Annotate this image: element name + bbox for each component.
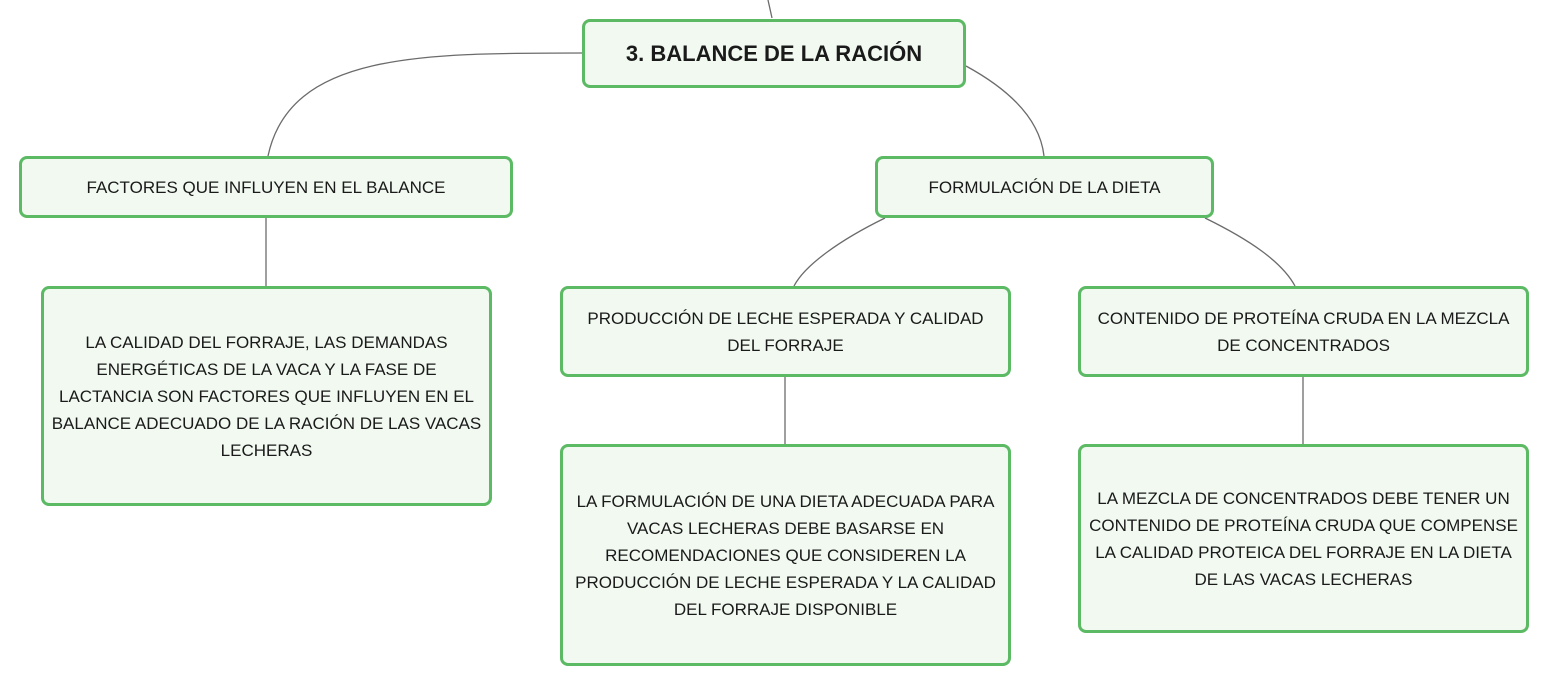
connector-root-to-factores bbox=[267, 52, 583, 157]
factores-detail-node[interactable]: LA CALIDAD DEL FORRAJE, LAS DEMANDAS ENE… bbox=[41, 286, 492, 506]
connector-formulacion-to-produccion bbox=[793, 217, 886, 287]
factores-detail-text: LA CALIDAD DEL FORRAJE, LAS DEMANDAS ENE… bbox=[51, 332, 482, 460]
proteina-detail-node[interactable]: LA MEZCLA DE CONCENTRADOS DEBE TENER UN … bbox=[1078, 444, 1529, 633]
connector-parent-to-root bbox=[767, 0, 773, 19]
produccion-detail-text: LA FORMULACIÓN DE UNA DIETA ADECUADA PAR… bbox=[575, 491, 996, 619]
root-node[interactable]: 3. BALANCE DE LA RACIÓN bbox=[582, 19, 966, 88]
proteina-detail-text: LA MEZCLA DE CONCENTRADOS DEBE TENER UN … bbox=[1089, 488, 1518, 589]
factores-node[interactable]: FACTORES QUE INFLUYEN EN EL BALANCE bbox=[19, 156, 513, 218]
connector-root-to-formulacion bbox=[965, 65, 1045, 157]
produccion-node[interactable]: PRODUCCIÓN DE LECHE ESPERADA Y CALIDAD D… bbox=[560, 286, 1011, 377]
produccion-node-label: PRODUCCIÓN DE LECHE ESPERADA Y CALIDAD D… bbox=[587, 308, 984, 355]
root-node-label: 3. BALANCE DE LA RACIÓN bbox=[625, 41, 923, 66]
proteina-node-label: CONTENIDO DE PROTEÍNA CRUDA EN LA MEZCLA… bbox=[1097, 308, 1510, 355]
formulacion-node-label: FORMULACIÓN DE LA DIETA bbox=[928, 177, 1161, 197]
produccion-detail-node[interactable]: LA FORMULACIÓN DE UNA DIETA ADECUADA PAR… bbox=[560, 444, 1011, 666]
proteina-node[interactable]: CONTENIDO DE PROTEÍNA CRUDA EN LA MEZCLA… bbox=[1078, 286, 1529, 377]
factores-node-label: FACTORES QUE INFLUYEN EN EL BALANCE bbox=[86, 177, 446, 197]
formulacion-node[interactable]: FORMULACIÓN DE LA DIETA bbox=[875, 156, 1214, 218]
connector-formulacion-to-proteina bbox=[1204, 217, 1296, 287]
